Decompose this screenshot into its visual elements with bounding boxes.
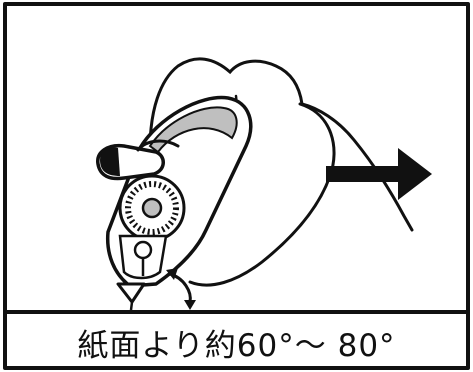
wrist-line <box>188 102 336 287</box>
outer-border <box>3 2 470 370</box>
caption-box: 紙面より約60°～ 80° <box>3 310 470 370</box>
device-top-shade <box>148 106 238 154</box>
tape-dial-inner <box>125 181 179 235</box>
angle-caption: 紙面より約60°～ 80° <box>77 327 396 364</box>
right-arrow-icon <box>326 148 432 200</box>
right-arrow-shaft <box>326 166 400 182</box>
thumb-nail <box>100 147 120 176</box>
angle-arrow-head-top <box>166 268 178 280</box>
device-tip <box>116 282 146 304</box>
tip-point <box>129 301 134 311</box>
index-finger <box>136 139 180 152</box>
right-arrow-head <box>398 148 432 200</box>
angle-arrow-head-bottom <box>184 300 196 310</box>
tape-dial-center <box>141 197 163 219</box>
